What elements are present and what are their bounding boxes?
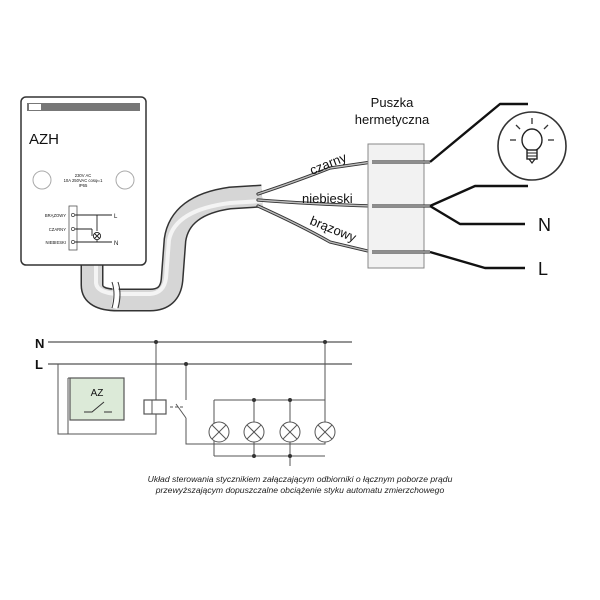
- terminal-czarny: CZARNY: [49, 227, 66, 232]
- schematic: N L: [35, 336, 352, 466]
- rail-label-L: L: [35, 357, 43, 372]
- terminal-niebieski: NIEBIESKI: [46, 240, 66, 245]
- device-mount-hole-left: [32, 170, 52, 190]
- label-niebieski: niebieski: [302, 191, 353, 206]
- device-internal-wiring: [75, 214, 112, 243]
- junction-box-label-2: hermetyczna: [355, 112, 430, 127]
- schematic-lamps: [208, 421, 336, 443]
- rails: [48, 341, 352, 365]
- terminal-brazowy: BRĄZOWY: [45, 213, 66, 218]
- lamp-symbol-2: [243, 421, 265, 443]
- junction-box-label-1: Puszka: [371, 95, 414, 110]
- device-spec-2: 10A 250VAC cosφ=1: [64, 178, 104, 183]
- diagram-caption: Układ sterowania stycznikiem załączający…: [0, 474, 600, 496]
- device-spec-3: IP65: [79, 183, 88, 188]
- label-brazowy: brązowy: [308, 213, 359, 245]
- device-spec-1: 230V AC: [75, 173, 92, 178]
- contactor-coil: [143, 399, 167, 415]
- caption-line-1: Układ sterowania stycznikiem załączający…: [147, 474, 453, 484]
- output-label-L: L: [538, 259, 548, 279]
- output-label-N: N: [538, 215, 551, 235]
- box-internal-wires: [372, 160, 430, 254]
- rail-label-N: N: [35, 336, 44, 351]
- device-mount-hole-right: [115, 170, 135, 190]
- device-model: AZH: [29, 131, 59, 148]
- lamp-icon: [497, 111, 567, 181]
- cable-break-mark: [111, 281, 121, 309]
- junction-dots: [154, 340, 327, 458]
- cable-wires: [256, 160, 374, 254]
- brand-logo: [29, 104, 41, 110]
- cable-sheath: [80, 184, 263, 312]
- azh-device: AZH 230V AC 10A 250VAC cosφ=1 IP65 BRĄZO…: [20, 96, 147, 266]
- device-header-bar: [27, 103, 140, 111]
- output-wiring: [429, 102, 528, 270]
- label-czarny: czarny: [308, 149, 350, 177]
- device-term-L: L: [114, 214, 118, 220]
- device-term-N: N: [114, 241, 118, 247]
- az-controller-label: AZ: [91, 388, 104, 399]
- lamp-symbol-1: [208, 421, 230, 443]
- az-controller: AZ: [69, 377, 125, 421]
- lamp-symbol-3: [279, 421, 301, 443]
- lamp-symbol-4: [314, 421, 336, 443]
- caption-line-2: przewyższającym dopuszczalne obciążenie …: [155, 485, 445, 495]
